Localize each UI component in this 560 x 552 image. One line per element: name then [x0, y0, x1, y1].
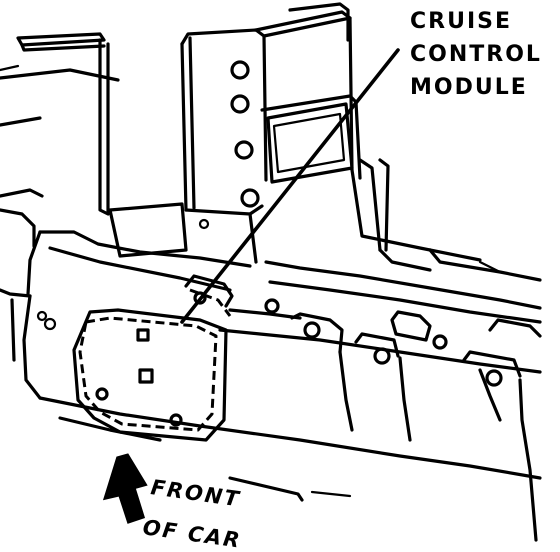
- front-arrow-icon: [102, 453, 148, 524]
- upper-housing: [108, 2, 362, 264]
- support-beam: [0, 188, 542, 542]
- callout-label-line1: CRUISE: [410, 9, 512, 34]
- left-frame-rails: [0, 32, 120, 216]
- callout-label-line2: CONTROL: [410, 42, 542, 67]
- front-label-line2: OF CAR: [141, 515, 243, 552]
- callout-leader: [180, 48, 400, 324]
- cruise-control-module: [72, 274, 234, 442]
- front-label-line1: FRONT: [149, 475, 242, 511]
- right-frame: [264, 158, 542, 342]
- callout-label-line3: MODULE: [410, 75, 528, 100]
